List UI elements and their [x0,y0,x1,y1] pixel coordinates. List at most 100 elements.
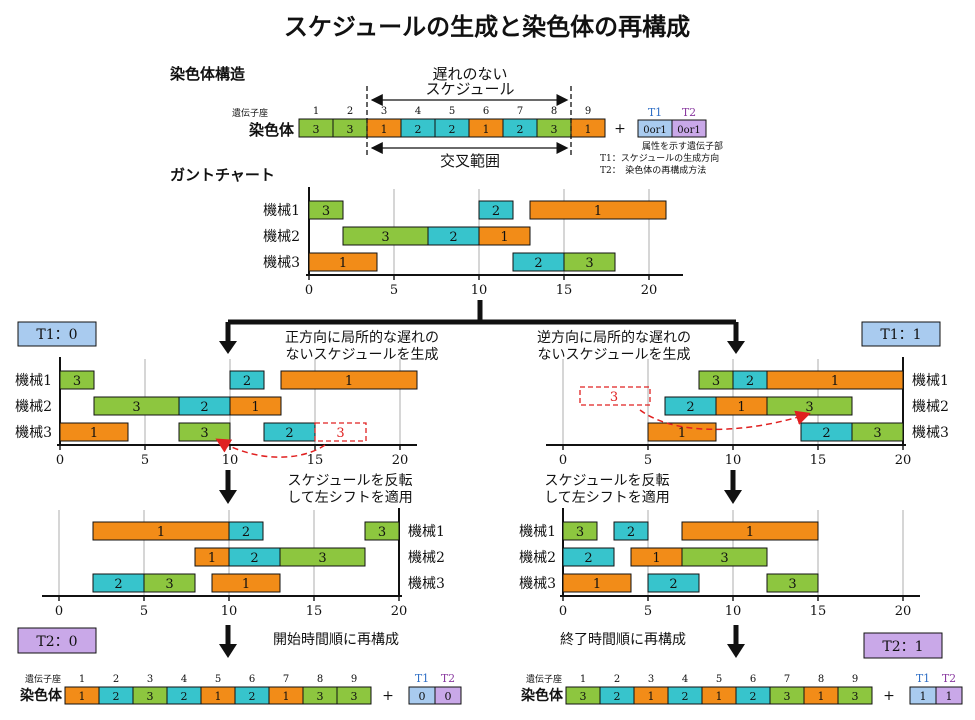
job-label: 2 [200,400,208,415]
tick-label: 10 [221,604,238,619]
job-label: 1 [208,551,216,566]
locus-number: 2 [614,674,620,685]
t1-note: T1：スケジュールの生成方向 [600,152,719,164]
gene-locus-label: 遺伝子座 [232,107,268,119]
left-t2-tag [17,627,97,654]
chromosome-label: 染色体 [521,687,564,704]
tick-label: 20 [392,453,409,468]
t1-label: T1 [648,106,662,119]
locus-number: 6 [750,674,756,685]
job-bar [681,521,819,541]
job-bar [562,573,632,593]
t2-value: 0 [445,690,452,703]
tick-label: 15 [556,283,573,298]
locus-number: 4 [415,106,421,117]
job-label: 3 [788,577,796,592]
left-mid-text-2: して左シフトを適用 [287,489,413,506]
job-label: 3 [378,525,386,540]
job-label: 3 [73,374,81,389]
t2-value: 0or1 [677,125,701,136]
job-label: 2 [492,204,500,219]
machine-label: 機械3 [263,255,300,271]
left-shift-arrow [215,438,326,458]
right-shift-arrow [639,409,811,430]
right-bottom-arrowhead [727,644,745,658]
branch-line [228,300,736,325]
tick-label: 0 [55,604,63,619]
locus-number: 3 [648,674,654,685]
left-t2-tag-text: T2：0 [36,634,77,650]
locus-number: 8 [818,674,824,685]
tick-label: 5 [644,453,652,468]
tick-label: 20 [895,604,912,619]
machine-label: 機械2 [15,399,52,415]
job-label: 1 [339,256,347,271]
job-label: 2 [449,230,457,245]
crossover-label: 交叉範囲 [440,152,500,170]
gene-value: 2 [415,123,422,136]
job-bar [59,370,95,390]
gene-value: 1 [79,690,86,703]
locus-number: 4 [181,674,187,685]
t2-label: T2 [441,672,455,685]
job-bar [280,370,418,390]
gene-value: 3 [313,123,320,136]
ghost-job-label: 3 [336,426,344,441]
job-label: 1 [678,426,686,441]
job-bar [229,370,265,390]
tick-label: 20 [641,283,658,298]
tick-label: 15 [306,604,323,619]
gene-value: 3 [784,690,791,703]
gene-locus-label: 遺伝子座 [25,673,61,685]
machine-label: 機械1 [408,524,445,540]
t1-label: T1 [415,672,429,685]
plus-sign: + [614,121,626,137]
gene-locus-label: 遺伝子座 [526,673,562,685]
job-label: 1 [831,374,839,389]
gene-value: 1 [283,690,290,703]
machine-label: 機械2 [263,229,300,245]
job-label: 3 [873,426,881,441]
tick-label: 5 [140,604,148,619]
gene-value: 2 [449,123,456,136]
job-bar [211,573,281,593]
left-t1-tag-text: T1：0 [36,327,77,343]
job-bar [478,200,514,220]
no-delay-label-2: スケジュール [426,80,515,98]
job-bar [766,573,819,593]
job-bar [229,396,282,416]
tick-label: 10 [471,283,488,298]
machine-label: 機械1 [15,373,52,389]
t2-box [434,686,462,705]
job-label: 2 [114,577,122,592]
machine-label: 機械1 [519,524,556,540]
gene-cell [837,686,873,705]
tick-label: 15 [307,453,324,468]
machine-label: 機械3 [912,425,949,441]
gene-value: 1 [648,690,655,703]
locus-number: 7 [517,106,523,117]
locus-number: 9 [585,106,591,117]
job-bar [698,370,734,390]
machine-label: 機械3 [15,425,52,441]
gene-value: 3 [317,690,324,703]
locus-number: 1 [580,674,586,685]
left-recon-text: 開始時間順に再構成 [273,632,399,648]
t2-label: T2 [682,106,696,119]
branch-right-arrowhead [727,341,745,354]
locus-number: 6 [483,106,489,117]
gene-value: 1 [215,690,222,703]
gene-value: 2 [614,690,621,703]
machine-label: 機械2 [912,399,949,415]
job-label: 2 [669,577,677,592]
tick-label: 10 [725,604,742,619]
job-bar [562,547,615,567]
job-label: 1 [345,374,353,389]
left-desc-1: 正方向に局所的な遅れの [285,330,439,346]
plus-sign: + [382,688,394,704]
locus-number: 7 [784,674,790,685]
t2-value: 1 [946,690,953,703]
locus-number: 3 [381,106,387,117]
